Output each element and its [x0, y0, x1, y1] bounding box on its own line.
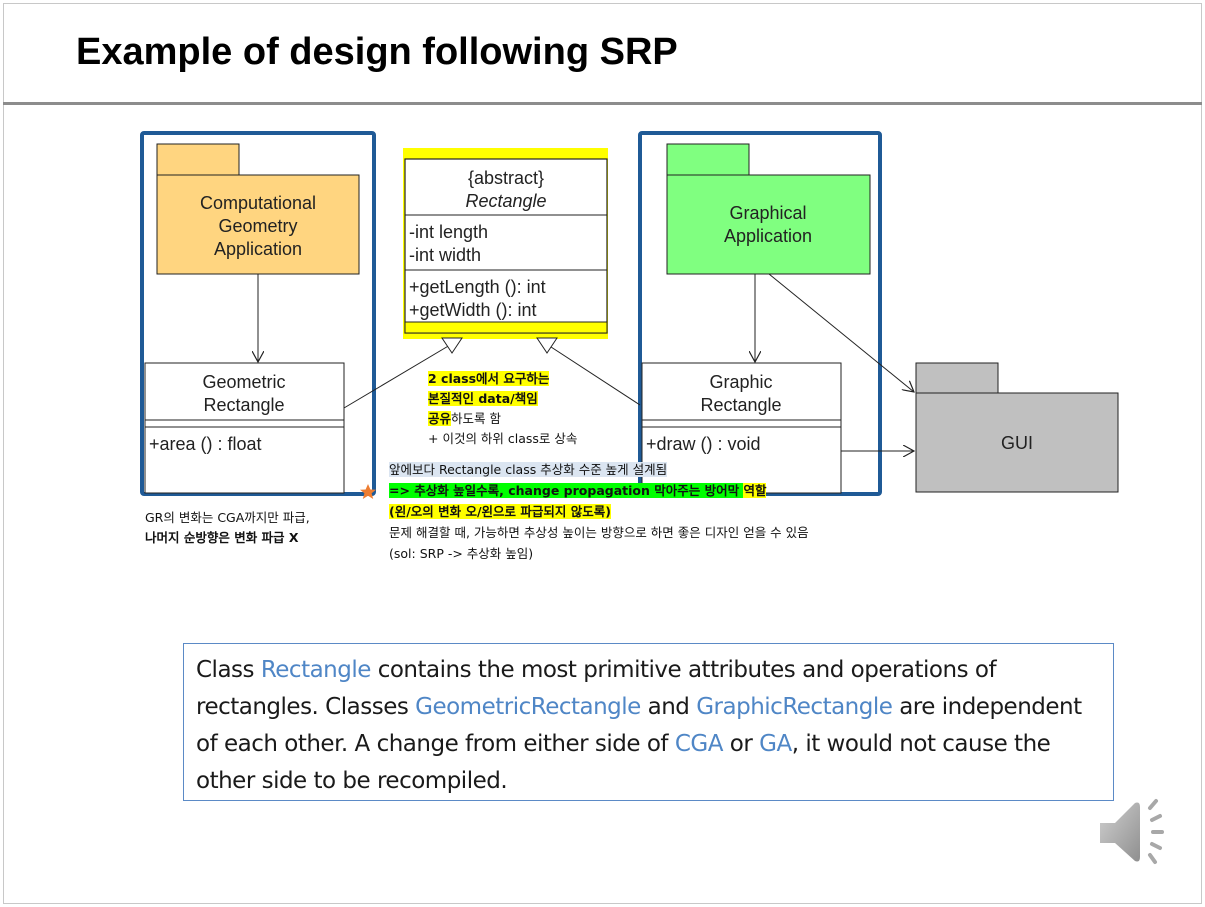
left-note-line2: 나머지 순방향은 변화 파급 X [145, 530, 299, 545]
gui-package-body [915, 392, 1119, 493]
rectangle-operation: +getLength (): int [409, 277, 546, 297]
center-note-line4: + 이것의 하위 class로 상속 [428, 431, 578, 446]
rectangle-class: {abstract} Rectangle -int length -int wi… [403, 148, 608, 339]
bottom-note-line2-green: => 추상화 높일수록, change propagation 막아주는 방어막 [389, 483, 744, 498]
slide-title: Example of design following SRP [76, 31, 678, 73]
cga-package-tab [156, 143, 240, 176]
gui-label: GUI [1001, 433, 1033, 453]
left-note-line1: GR의 변화는 CGA까지만 파급, [145, 510, 310, 525]
summary-keyword: GeometricRectangle [415, 694, 641, 720]
summary-keyword: Rectangle [260, 657, 372, 683]
star-icon [360, 484, 376, 499]
geometric-rectangle-name-line1: Geometric [202, 372, 285, 392]
summary-keyword: GA [759, 731, 792, 757]
gui-package: GUI [915, 362, 1119, 493]
summary-keyword: CGA [674, 731, 724, 757]
ga-label-line1: Graphical [729, 203, 806, 223]
rectangle-attribute: -int width [409, 245, 481, 265]
gr-generalization [343, 337, 463, 409]
title-divider [3, 102, 1202, 105]
bottom-note: 앞에보다 Rectangle class 추상화 수준 높게 설계됨 => 추상… [389, 459, 809, 564]
geometric-rectangle-name-line2: Rectangle [203, 395, 284, 415]
rectangle-stereotype: {abstract} [468, 168, 544, 188]
bottom-note-line4: 문제 해결할 때, 가능하면 추상성 높이는 방향으로 하면 좋은 디자인 얻을… [389, 525, 809, 540]
bottom-note-line3: (왼/오의 변화 오/왼으로 파급되지 않도록) [389, 504, 611, 519]
graphic-rectangle-name-line1: Graphic [709, 372, 772, 392]
cga-package-body [156, 174, 360, 275]
graphic-rectangle-operation: +draw () : void [646, 434, 761, 454]
cga-label-line1: Computational [200, 193, 316, 213]
cga-package: Computational Geometry Application [156, 143, 360, 275]
ga-package-body [666, 174, 871, 275]
center-note: 2 class에서 요구하는 본질적인 data/책임 공유하도록 함 + 이것… [428, 369, 577, 449]
graphic-rectangle-class: Graphic Rectangle +draw () : void [641, 362, 842, 494]
graphic-rectangle-name-line2: Rectangle [700, 395, 781, 415]
rectangle-attribute: -int length [409, 222, 488, 242]
summary-text: Class [196, 657, 261, 683]
summary-keyword: GraphicRectangle [696, 694, 893, 720]
center-note-line3-rest: 하도록 함 [451, 411, 501, 426]
center-note-line2: 본질적인 data/책임 [428, 391, 538, 406]
bottom-note-line1: 앞에보다 Rectangle class 추상화 수준 높게 설계됨 [389, 462, 668, 477]
rectangle-name: Rectangle [465, 191, 546, 211]
summary-text: or [722, 731, 760, 757]
ga-package: Graphical Application [666, 143, 871, 275]
summary-text: contains the most primitive attributes a… [196, 657, 997, 720]
center-note-line3-highlight: 공유 [428, 411, 452, 426]
summary-text: are independent of each other. A change … [196, 694, 1082, 757]
ga-to-gui-arrow [768, 273, 914, 392]
gui-package-tab [915, 362, 999, 394]
speaker-icon[interactable] [1095, 795, 1175, 875]
left-note: GR의 변화는 CGA까지만 파급, 나머지 순방향은 변화 파급 X [145, 508, 310, 548]
rectangle-operation: +getWidth (): int [409, 300, 537, 320]
summary-text: , it would not cause the other side to b… [196, 731, 1051, 794]
graphic-generalization [536, 337, 641, 406]
center-note-line1: 2 class에서 요구하는 [428, 371, 550, 386]
ga-package-tab [666, 143, 750, 176]
bottom-note-line2-yellow: 역할 [743, 483, 767, 498]
cga-label-line2: Geometry [218, 216, 297, 236]
cga-label-line3: Application [214, 239, 302, 259]
ga-label-line2: Application [724, 226, 812, 246]
geometric-rectangle-operation: +area () : float [149, 434, 262, 454]
geometric-rectangle-class: Geometric Rectangle +area () : float [144, 362, 345, 494]
cga-group-border [140, 131, 376, 496]
bottom-note-line5: (sol: SRP -> 추상화 높임) [389, 546, 534, 561]
summary-text: and [640, 694, 697, 720]
summary-box: Class Rectangle contains the most primit… [183, 643, 1114, 801]
